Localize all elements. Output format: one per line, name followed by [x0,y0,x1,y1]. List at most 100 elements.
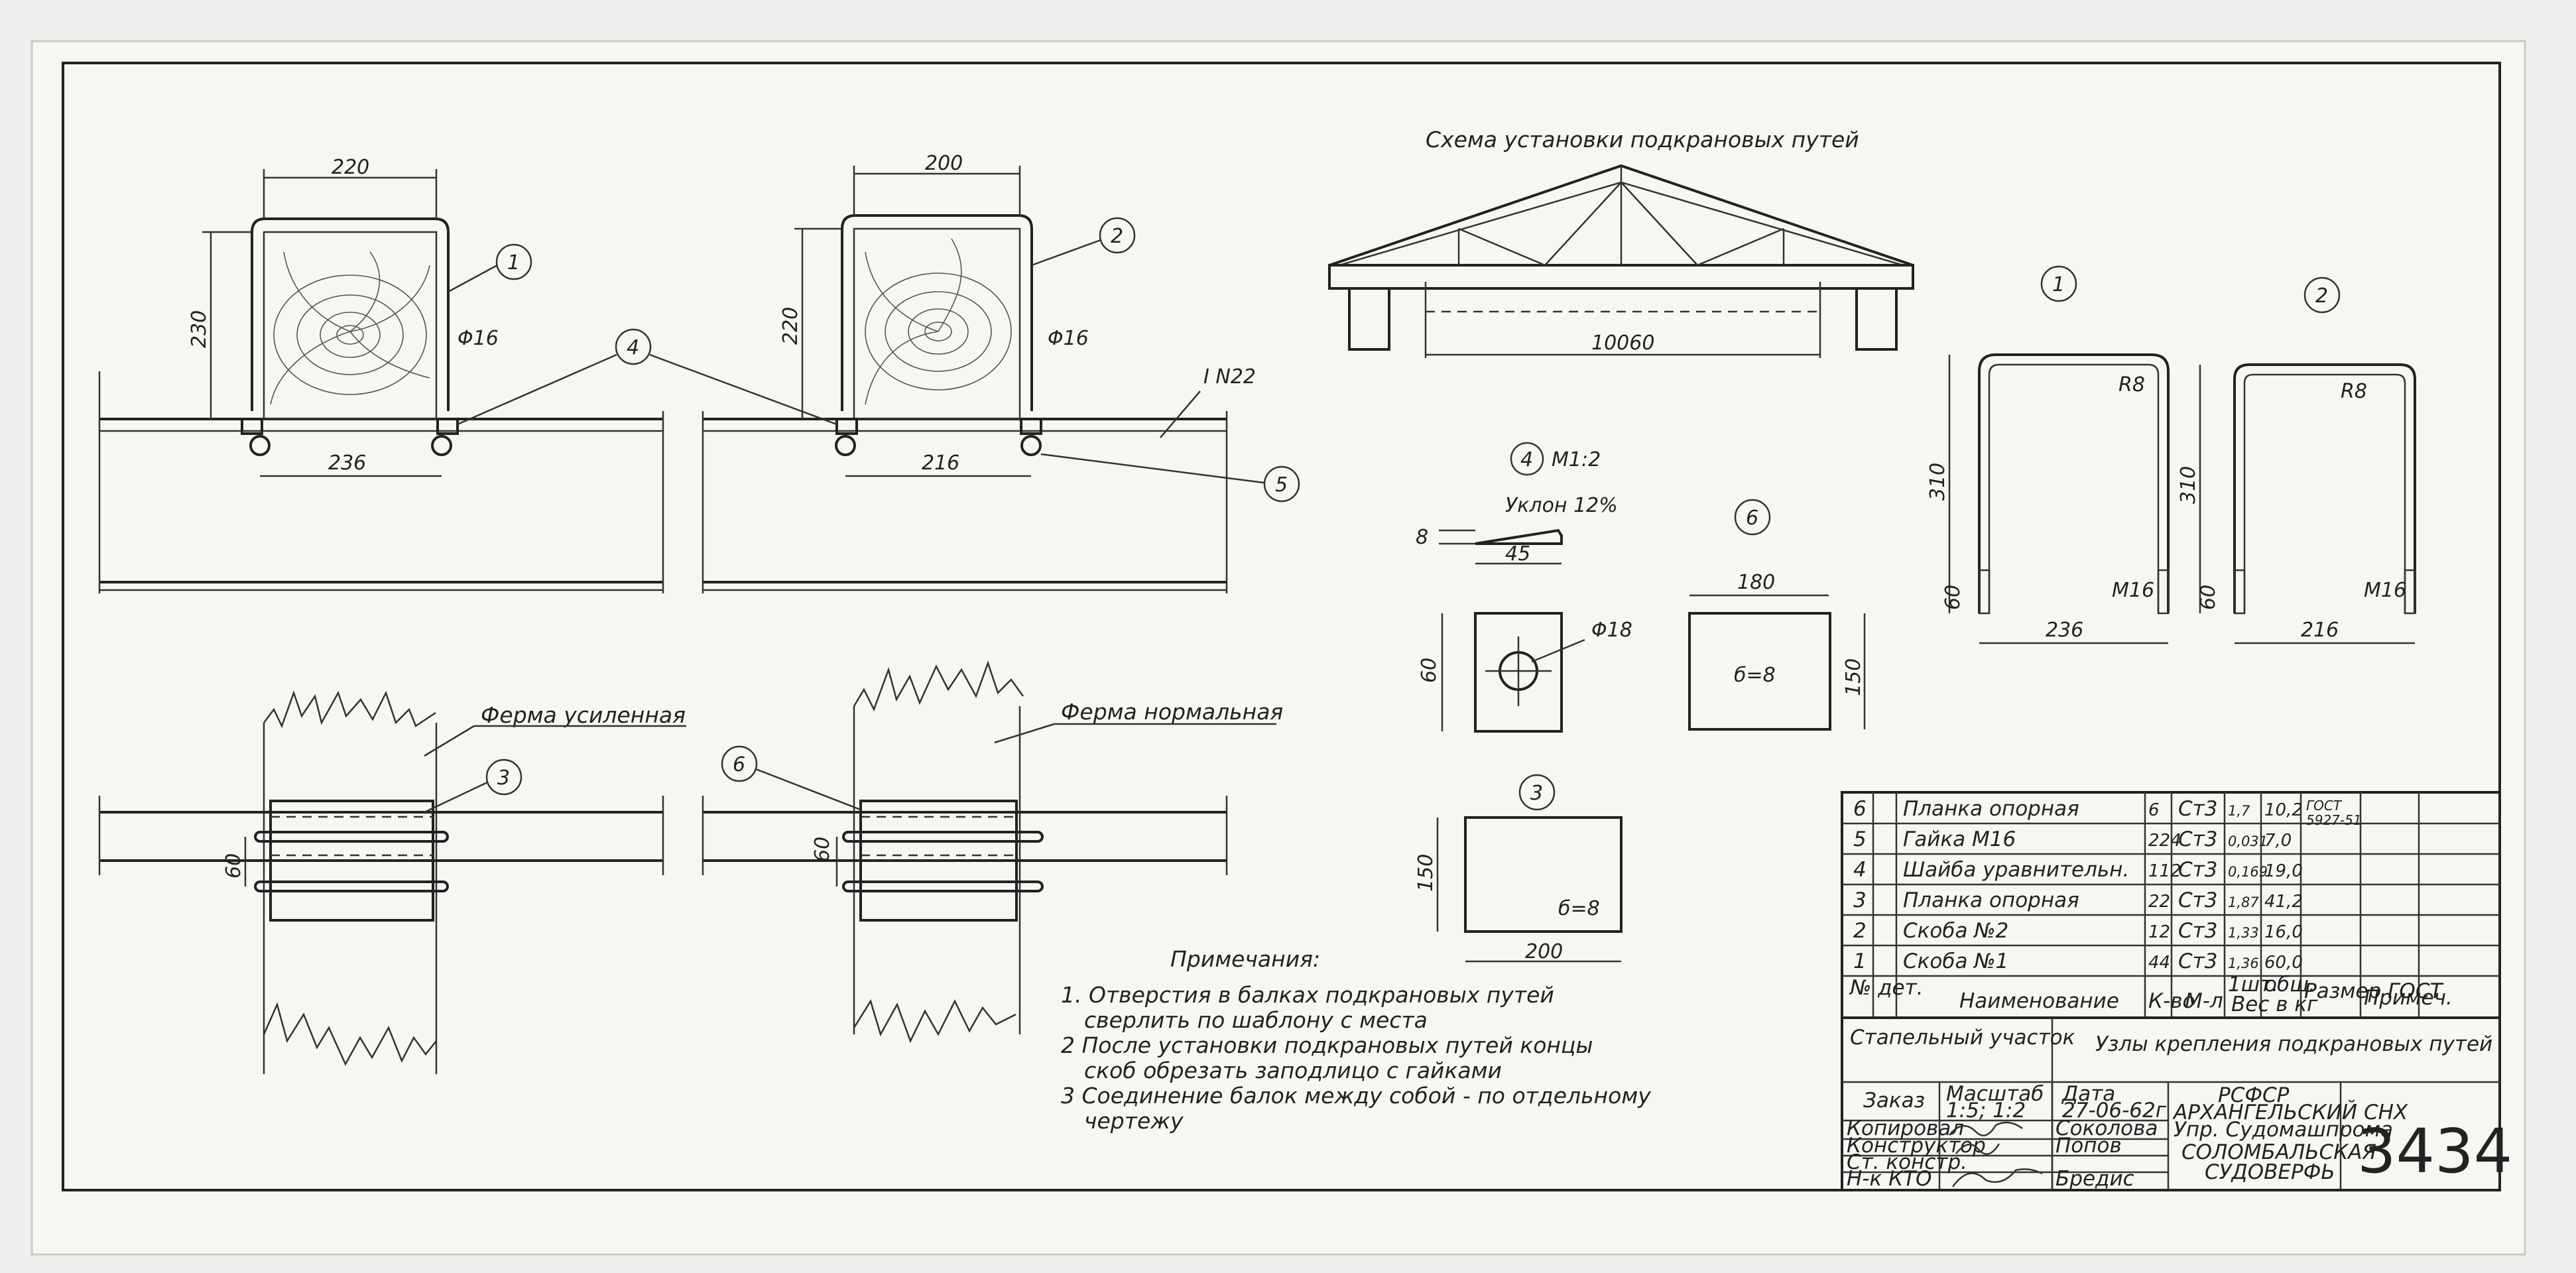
dim-200: 200 [925,152,963,175]
hdr-w1: 1шт. [2228,973,2278,997]
signature-2 [1955,1143,2000,1155]
tb-order: Заказ [1863,1089,1925,1113]
part6-callout: 6 [1746,507,1758,530]
title-block [1841,1016,2501,1191]
tb-org-4: СОЛОМБАЛЬСКАЯ [2181,1140,2376,1164]
timber-block-2 [835,214,1042,456]
part3-plate [1464,816,1623,933]
part4-plate [1474,612,1563,733]
hdr-remarks: Примеч. [2364,986,2453,1010]
spec-cell-name: Гайка М16 [1903,827,2016,851]
spec-cell-mat: Ст3 [2178,888,2217,912]
tb-org-5: СУДОВЕРФЬ [2205,1160,2335,1184]
tb-role-4: Н-к КТО [1847,1167,1932,1191]
beam-label: I N22 [1203,365,1256,389]
spec-cell-mat: Ст3 [2178,797,2217,821]
part4-scale: M1:2 [1552,448,1601,471]
hdr-name: Наименование [1959,989,2119,1013]
spec-cell-w1: 1,87 [2228,894,2259,910]
dim-60b: 60 [811,837,834,862]
spec-cell-no: 6 [1853,797,1867,821]
hdr-qty: К-во [2148,989,2195,1013]
note-line-5: 3 Соединение балок между собой - по отде… [1061,1083,1651,1109]
bracket2-callout: 2 [2315,284,2328,308]
tb-role-2: Конструктор [1847,1134,1986,1158]
spec-cell-w2: 16,0 [2264,922,2303,942]
tb-org-2: АРХАНГЕЛЬСКИЙ СНХ [2172,1101,2408,1124]
spec-cell-std-part: ГОСТ [2306,798,2343,814]
spec-cell-w1: 0,031 [2228,833,2268,849]
truss-scheme [1328,164,1914,358]
dim-220: 220 [332,156,369,179]
hdr-weight: Вес в кг [2231,993,2318,1016]
part3-callout: 3 [1530,782,1543,805]
spec-cell-qty: 6 [2148,800,2160,820]
part6-plate [1688,612,1831,731]
tb-date: 27-06-62г [2062,1099,2167,1122]
callout-circle-5 [1263,465,1300,503]
spec-cell-w1: 0,169 [2228,864,2268,880]
spec-cell-name: Планка опорная [1903,797,2079,821]
note-line-1: 1. Отверстия в балках подкрановых путей [1061,982,1554,1008]
bracket1-width: 236 [2046,619,2083,642]
bracket1-thread: 60 [1941,585,1965,610]
part6-height: 150 [1842,658,1865,696]
tb-name-1: Соколова [2055,1117,2158,1140]
bracket2-radius: R8 [2341,380,2367,403]
bracket2-width: 216 [2301,619,2339,642]
spec-cell-qty: 112 [2148,861,2181,881]
notes: Примечания: 1. Отверстия в балках подкра… [1061,946,1651,1134]
bracket1-m16: M16 [2112,579,2154,602]
part3-width: 200 [1525,940,1563,963]
tb-role-1: Копировал [1847,1117,1964,1140]
dim-span: 10060 [1591,332,1654,355]
spec-cell-no: 5 [1853,827,1867,851]
spec-cell-no: 4 [1853,858,1867,882]
spec-cell-w2: 19,0 [2264,861,2303,881]
spec-cell-qty: 22 [2148,892,2170,912]
signature-1 [1949,1121,2023,1136]
plan-view-normal [702,660,1228,1044]
note-line-2: сверлить по шаблону с места [1084,1007,1428,1033]
callout-2: 2 [1111,225,1123,248]
callout-circle-2 [1099,217,1136,254]
rod-dia-1: Φ16 [458,327,499,350]
tb-date-label: Дата [2061,1082,2115,1106]
part6-width: 180 [1737,571,1775,594]
spec-cell-w1: 1,36 [2228,955,2259,971]
part4-hole: Φ18 [1591,619,1632,642]
truss-reinforced-label: Ферма усиленная [481,702,686,728]
spec-header: № дет. Наименование К-во М-л 1шт. общ. В… [1849,973,2453,1016]
spec-cell-no: 3 [1853,888,1867,912]
dim-220-v: 220 [779,307,802,345]
spec-cell-mat: Ст3 [2178,858,2217,882]
tb-title: Узлы крепления подкрановых путей [2095,1032,2492,1056]
callout-1: 1 [507,251,520,274]
bracket1-callout: 1 [2052,273,2065,296]
part6-thk: б=8 [1734,664,1776,687]
bracket-1 [1978,353,2170,613]
bracket2-thread: 60 [2197,585,2220,610]
notes-title: Примечания: [1170,946,1320,972]
scheme-title: Схема установки подкрановых путей [1426,127,1859,152]
tb-name-4: Бредис [2055,1167,2134,1191]
spec-cell-w1: 1,33 [2228,925,2259,941]
spec-cell-std-part: 5927-51 [2306,812,2362,828]
spec-cell-qty: 44 [2148,953,2170,973]
spec-cell-w1: 1,7 [2228,803,2250,819]
bracket-2 [2233,363,2416,613]
note-line-3: 2 После установки подкрановых путей конц… [1061,1032,1593,1058]
bracket1-radius: R8 [2118,373,2145,396]
bracket1-height: 310 [1926,463,1949,501]
truss-normal-label: Ферма нормальная [1061,699,1283,725]
callout-4: 4 [627,336,639,359]
hdr-no: № дет. [1849,976,1924,1000]
spec-cell-mat: Ст3 [2178,827,2217,851]
beam-elevation-view [98,371,1228,593]
spec-cell-w2: 10,2 [2264,800,2303,820]
tb-scale: 1:5; 1:2 [1946,1099,2026,1122]
callout-circle-1 [495,243,532,280]
hdr-std: Размер ГОСТ [2304,979,2443,1003]
part4-slope: Уклон 12% [1505,494,1618,517]
